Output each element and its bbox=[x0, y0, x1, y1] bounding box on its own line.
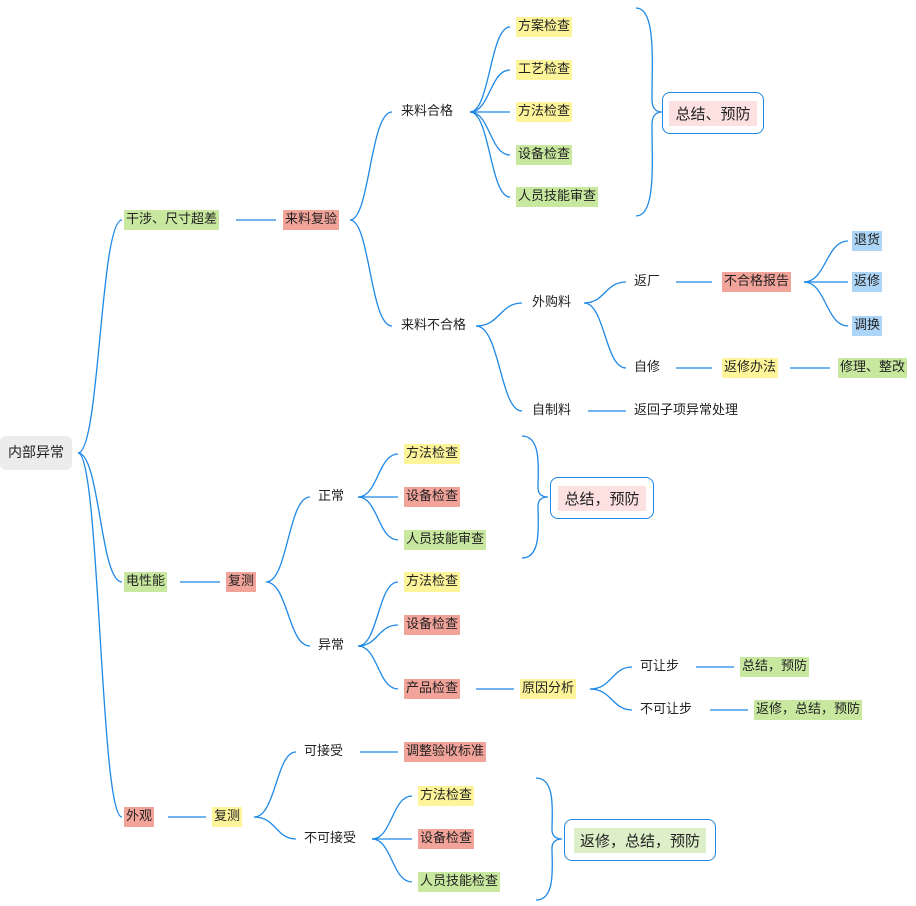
edge-recheck-acceptable bbox=[253, 751, 297, 818]
edge-root-appearance bbox=[77, 452, 123, 818]
edge-qualified-item1 bbox=[469, 26, 511, 113]
qualified-item-method-check[interactable]: 方法检查 bbox=[516, 102, 573, 122]
edge-qualified-item5 bbox=[469, 111, 511, 198]
abnormal-item-method-check[interactable]: 方法检查 bbox=[404, 572, 461, 592]
report-option-return-goods[interactable]: 退货 bbox=[852, 231, 883, 251]
summary-text-qualified: 总结、预防 bbox=[669, 100, 757, 126]
concession-result-node[interactable]: 总结，预防 bbox=[740, 657, 810, 677]
edge-qualified-item4 bbox=[469, 111, 511, 156]
edge-abnormal-item1 bbox=[357, 581, 399, 647]
nonconformance-report-node[interactable]: 不合格报告 bbox=[722, 272, 792, 292]
abnormal-item-product-check[interactable]: 产品检查 bbox=[404, 679, 461, 699]
edge-unacceptable-item3 bbox=[371, 838, 413, 883]
qualified-item-plan-check[interactable]: 方案检查 bbox=[516, 17, 573, 37]
edge-cause-concession bbox=[589, 666, 633, 690]
edge-unacceptable-item1 bbox=[371, 795, 413, 840]
normal-item-method-check[interactable]: 方法检查 bbox=[404, 444, 461, 464]
electrical-recheck[interactable]: 复测 bbox=[226, 572, 257, 592]
cause-analysis-node[interactable]: 原因分析 bbox=[520, 679, 577, 699]
root-node[interactable]: 内部异常 bbox=[0, 436, 72, 470]
repair-method-node[interactable]: 返修办法 bbox=[722, 358, 779, 378]
normal-item-skill-review[interactable]: 人员技能审查 bbox=[404, 530, 487, 550]
concession-node[interactable]: 可让步 bbox=[640, 659, 680, 674]
repair-result-node[interactable]: 修理、整改 bbox=[838, 358, 908, 378]
normal-node[interactable]: 正常 bbox=[318, 489, 345, 504]
edge-normal-item3 bbox=[357, 496, 399, 541]
edge-purchased-selfrepair bbox=[583, 302, 627, 369]
edge-root-electrical bbox=[77, 452, 123, 583]
edge-qualified-item2 bbox=[469, 69, 511, 113]
edge-report-opt3 bbox=[803, 281, 849, 327]
edge-abnormal-item2 bbox=[357, 624, 399, 647]
unacceptable-item-method-check[interactable]: 方法检查 bbox=[418, 786, 475, 806]
unacceptable-item-equipment-check[interactable]: 设备检查 bbox=[418, 829, 475, 849]
edge-unqualified-purchased bbox=[475, 302, 523, 327]
edge-normal-item1 bbox=[357, 453, 399, 498]
adjust-acceptance-standard-node[interactable]: 调整验收标准 bbox=[404, 742, 487, 762]
purchased-node[interactable]: 外购料 bbox=[532, 295, 572, 310]
summary-text-unacceptable: 返修，总结，预防 bbox=[573, 827, 706, 853]
abnormal-item-equipment-check[interactable]: 设备检查 bbox=[404, 615, 461, 635]
qualified-item-skill-review[interactable]: 人员技能审查 bbox=[516, 187, 599, 207]
edge-report-opt1 bbox=[803, 240, 849, 283]
edge-cause-noconcession bbox=[589, 688, 633, 711]
edge-root-interference bbox=[77, 219, 123, 454]
return-factory-node[interactable]: 返厂 bbox=[634, 274, 661, 289]
edge-abnormal-item3 bbox=[357, 645, 399, 690]
report-option-rework[interactable]: 返修 bbox=[852, 272, 883, 292]
summary-text-normal: 总结，预防 bbox=[558, 485, 646, 511]
summary-brace-1 bbox=[635, 7, 663, 217]
summary-box-normal[interactable]: 总结，预防 bbox=[550, 477, 654, 519]
report-option-exchange[interactable]: 调换 bbox=[852, 316, 883, 336]
no-concession-result-node[interactable]: 返修，总结，预防 bbox=[754, 700, 863, 720]
qualified-node[interactable]: 来料合格 bbox=[401, 104, 454, 119]
self-made-action-node[interactable]: 返回子项异常处理 bbox=[634, 403, 739, 418]
abnormal-node[interactable]: 异常 bbox=[318, 638, 345, 653]
interference-recheck[interactable]: 来料复验 bbox=[283, 210, 340, 230]
branch-appearance[interactable]: 外观 bbox=[124, 807, 155, 827]
summary-brace-2 bbox=[521, 435, 549, 559]
unqualified-node[interactable]: 来料不合格 bbox=[401, 318, 467, 333]
self-made-node[interactable]: 自制料 bbox=[532, 403, 572, 418]
acceptable-node[interactable]: 可接受 bbox=[304, 744, 344, 759]
self-repair-node[interactable]: 自修 bbox=[634, 360, 661, 375]
summary-brace-3 bbox=[535, 777, 563, 901]
branch-interference[interactable]: 干涉、尺寸超差 bbox=[124, 210, 220, 230]
edge-recheck-unqualified bbox=[349, 219, 393, 327]
summary-box-qualified[interactable]: 总结、预防 bbox=[662, 92, 764, 134]
appearance-recheck[interactable]: 复测 bbox=[212, 807, 243, 827]
no-concession-node[interactable]: 不可让步 bbox=[640, 702, 693, 717]
edge-recheck-abnormal bbox=[265, 581, 311, 647]
normal-item-equipment-check[interactable]: 设备检查 bbox=[404, 487, 461, 507]
edge-recheck-unacceptable bbox=[253, 816, 297, 840]
edge-purchased-return bbox=[583, 281, 627, 304]
edge-unqualified-selfmade bbox=[475, 325, 523, 412]
qualified-item-process-check[interactable]: 工艺检查 bbox=[516, 60, 573, 80]
edge-recheck-normal bbox=[265, 496, 311, 583]
unacceptable-item-skill-check[interactable]: 人员技能检查 bbox=[418, 872, 501, 892]
qualified-item-equipment-check[interactable]: 设备检查 bbox=[516, 145, 573, 165]
edge-recheck-qualified bbox=[349, 111, 393, 221]
summary-box-unacceptable[interactable]: 返修，总结，预防 bbox=[564, 819, 716, 861]
branch-electrical[interactable]: 电性能 bbox=[124, 572, 168, 592]
unacceptable-node[interactable]: 不可接受 bbox=[304, 831, 357, 846]
